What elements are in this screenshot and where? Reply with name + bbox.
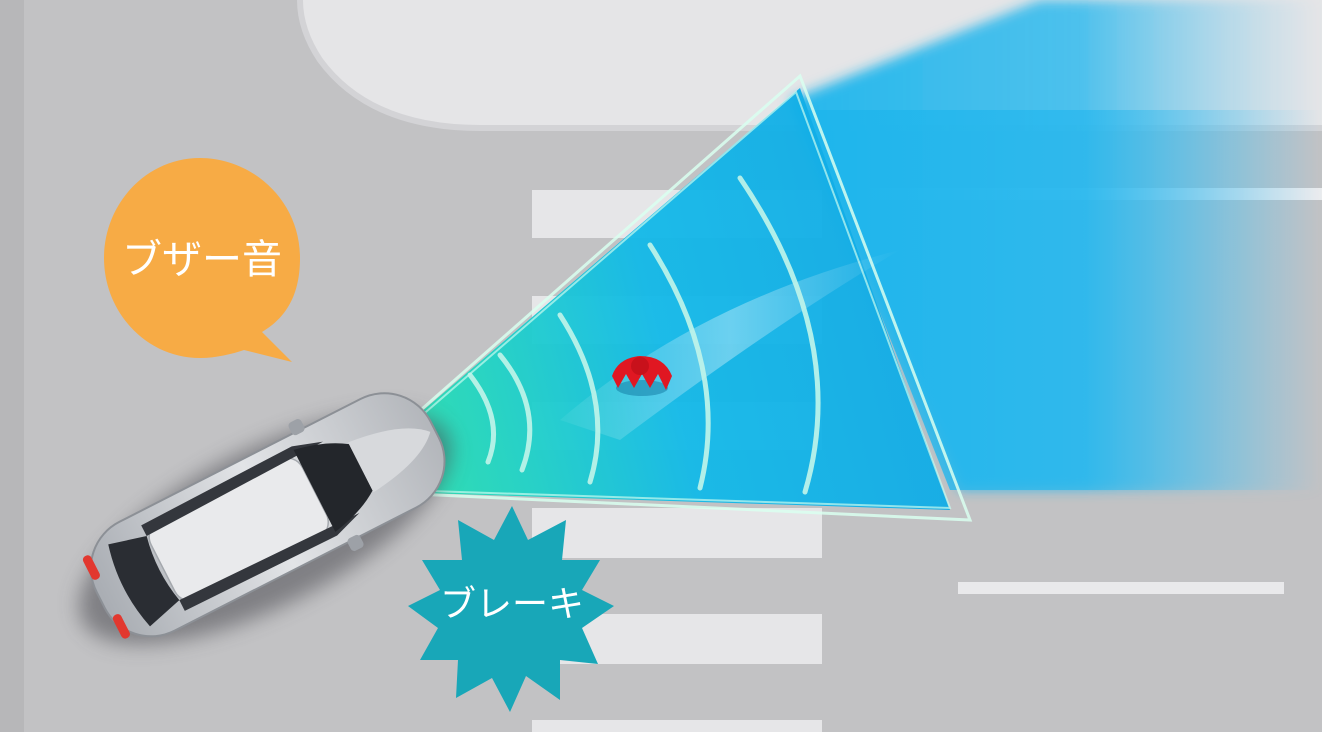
pedestrian-head bbox=[631, 357, 649, 375]
road-surface-dark-left bbox=[0, 0, 24, 732]
crosswalk-stripe bbox=[532, 508, 822, 558]
pedestrian-shadow bbox=[616, 380, 668, 396]
brake-label: ブレーキ bbox=[440, 584, 584, 625]
buzzer-label: ブザー音 bbox=[122, 237, 282, 283]
lane-line bbox=[958, 582, 1284, 594]
crosswalk-stripe bbox=[532, 720, 822, 732]
